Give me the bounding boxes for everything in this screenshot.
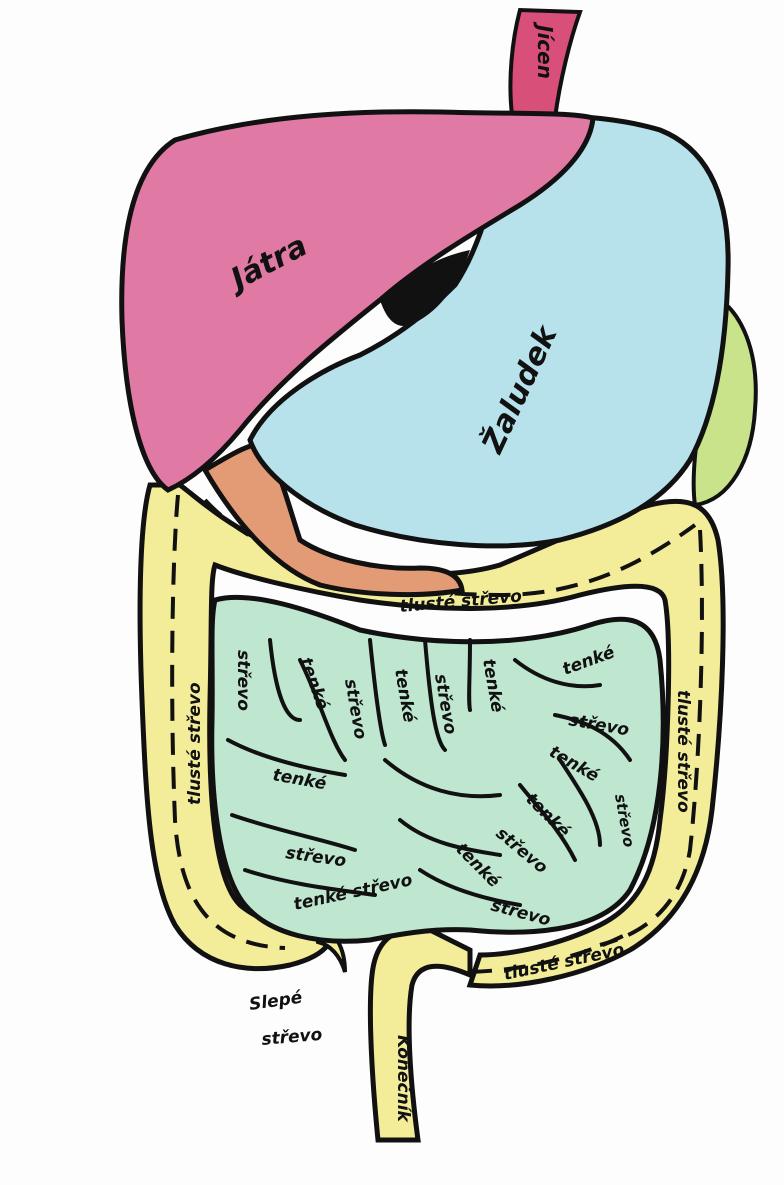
- esophagus-label: Jícen: [533, 21, 557, 79]
- small-label-1a: střevo: [233, 650, 253, 711]
- colon-label-left: tlusté střevo: [185, 682, 205, 805]
- colon-label-right: tlusté střevo: [673, 690, 693, 813]
- rectum-label: Konečník: [393, 1035, 413, 1124]
